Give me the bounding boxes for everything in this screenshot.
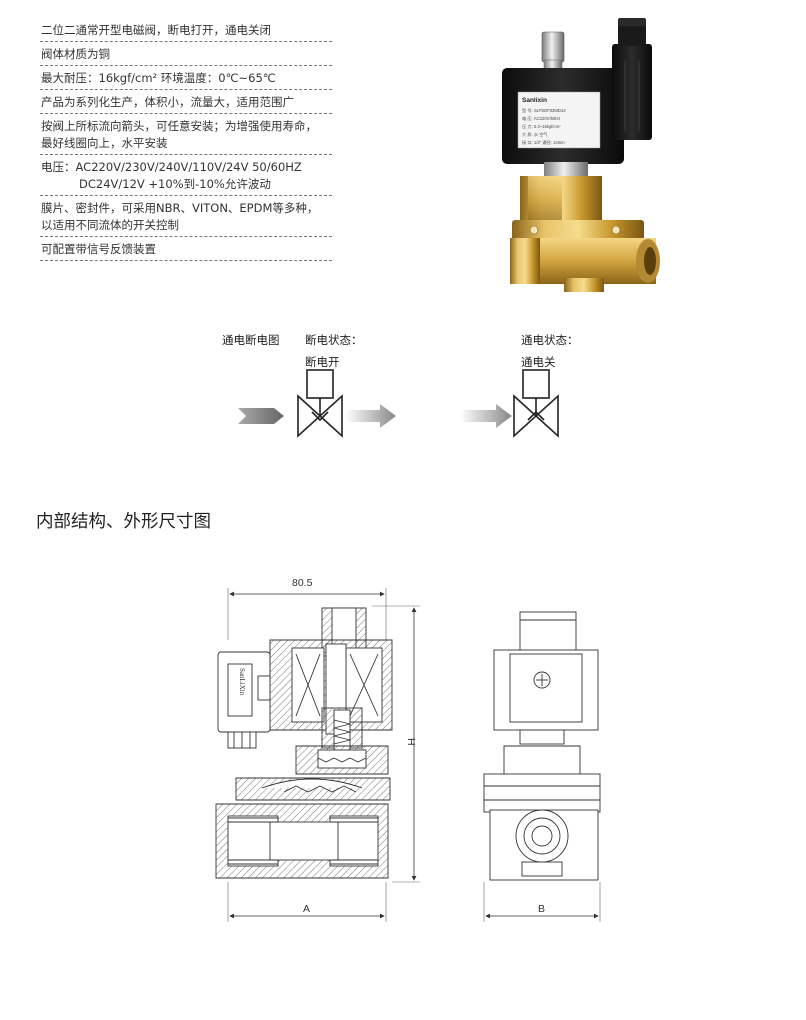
dim-top-width: 80.5 [292,577,313,589]
spec-line: 最大耐压：16kgf/cm² 环境温度：0℃~65℃ [41,71,276,85]
nameplate [517,91,601,149]
valve-symbol-open [297,369,343,438]
spec-line: 可配置带信号反馈装置 [41,242,156,256]
side-view [483,611,601,881]
dim-height: H [405,738,417,746]
nameplate-brand: Sanlixin [522,97,547,104]
nameplate-line: 型 号: SLP2DF02MD13 [522,107,566,114]
section-view: SanLiXin [215,607,393,879]
valve-symbol-closed [513,369,559,438]
spec-line: 膜片、密封件，可采用NBR、VITON、EPDM等多种， [41,201,319,215]
spec-line: 最好线圈向上，水平安装 [41,136,168,150]
spec-item: 最大耐压：16kgf/cm² 环境温度：0℃~65℃ [40,66,332,90]
spec-item: 二位二通常开型电磁阀，断电打开，通电关闭 [40,18,332,42]
dim-width-a: A [303,903,310,915]
spec-line: 二位二通常开型电磁阀，断电打开，通电关闭 [41,23,271,37]
inflow-arrow-left [238,408,284,424]
nameplate-line: 介 质: 水 空气 [522,131,548,138]
spec-line: 阀体材质为铜 [41,47,110,61]
off-state-value: 断电开 [305,355,340,369]
spec-item: 阀体材质为铜 [40,42,332,66]
connector [612,44,652,140]
spec-item: 电压：AC220V/230V/240V/110V/24V 50/60HZ DC24… [40,155,332,196]
spec-line: 产品为系列化生产，体积小，流量大，适用范围广 [41,95,294,109]
dim-width-b: B [538,903,545,915]
on-state-value: 通电关 [521,355,556,369]
stem-nut [541,31,565,63]
spec-list: 二位二通常开型电磁阀，断电打开，通电关闭阀体材质为铜最大耐压：16kgf/cm²… [40,18,332,261]
on-state-label: 通电状态： [521,333,579,347]
spec-line: 按阀上所标流向箭头，可任意安装；为增强使用寿命， [41,119,317,133]
spec-item: 膜片、密封件，可采用NBR、VITON、EPDM等多种， 以适用不同流体的开关控制 [40,196,332,237]
section-title: 内部结构、外形尺寸图 [36,512,211,532]
spec-line: 以适用不同流体的开关控制 [41,218,179,232]
brass-body [510,238,656,284]
outflow-arrow-left [346,404,396,428]
coil-brand: SanLiXin [238,668,246,696]
nameplate-line: 电 压: AC220V/50Hz [522,115,560,122]
spec-item: 产品为系列化生产，体积小，流量大，适用范围广 [40,90,332,114]
off-state-label: 断电状态： [305,333,363,347]
inflow-arrow-right [460,404,512,428]
spec-item: 按阀上所标流向箭头，可任意安装；为增强使用寿命， 最好线圈向上，水平安装 [40,114,332,155]
spec-line: 电压：AC220V/230V/240V/110V/24V 50/60HZ [41,160,302,174]
nameplate-line: 压 力: 0.3~16kgf/cm² [522,123,561,130]
flow-diagram-title: 通电断电图 [222,333,280,347]
nameplate-line: 接 口: 1/2" 通径: 13mm [522,139,565,146]
spec-item: 可配置带信号反馈装置 [40,237,332,261]
dimension-drawing: 80.5 SanLiXin [215,577,601,922]
flow-diagram: 通电断电图 断电状态： 断电开 通电状态： 通电关 [0,322,806,452]
spec-line: DC24V/12V +10%到-10%允许波动 [79,177,271,191]
